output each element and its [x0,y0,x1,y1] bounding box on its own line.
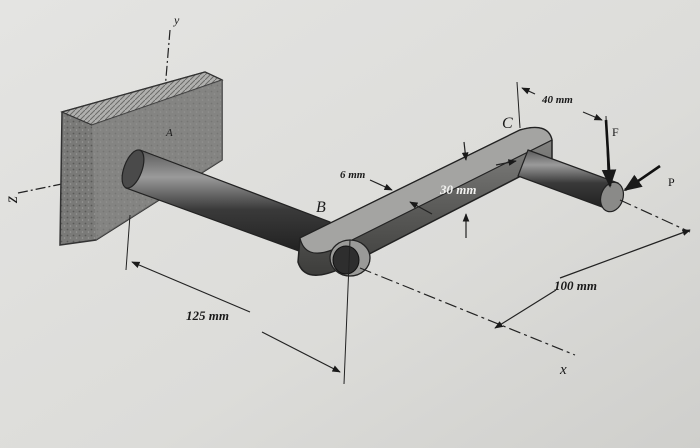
label-point-b: B [316,199,326,216]
dimension-label-6mm: 6 mm [340,169,366,181]
dimension-40 [521,87,603,121]
dimension-label-100mm: 100 mm [554,278,597,293]
shaft-cd [517,149,625,213]
dimension-label-30mm: 30 mm [439,182,476,197]
label-x-axis: x [559,362,567,378]
label-force-f: F [612,125,619,139]
label-point-c: C [502,115,513,132]
extension-wall [125,214,131,271]
extension-c [516,81,521,129]
centerline-cd [619,199,691,233]
extension-b [343,239,351,385]
dimension-label-40mm: 40 mm [541,94,573,106]
force-f-arrow [601,119,617,188]
label-z-axis: z [1,196,21,204]
crank-arm [297,126,553,277]
dimension-6 [369,179,433,215]
label-y-axis: y [173,13,180,27]
dimension-label-125mm: 125 mm [186,308,229,323]
label-force-p: P [668,175,675,189]
label-point-a: A [165,127,173,139]
dimension-125 [131,261,341,373]
dimension-100 [494,229,691,329]
force-p-arrow [623,164,661,192]
x-axis-line [359,267,576,356]
dimension-30 [461,141,517,238]
